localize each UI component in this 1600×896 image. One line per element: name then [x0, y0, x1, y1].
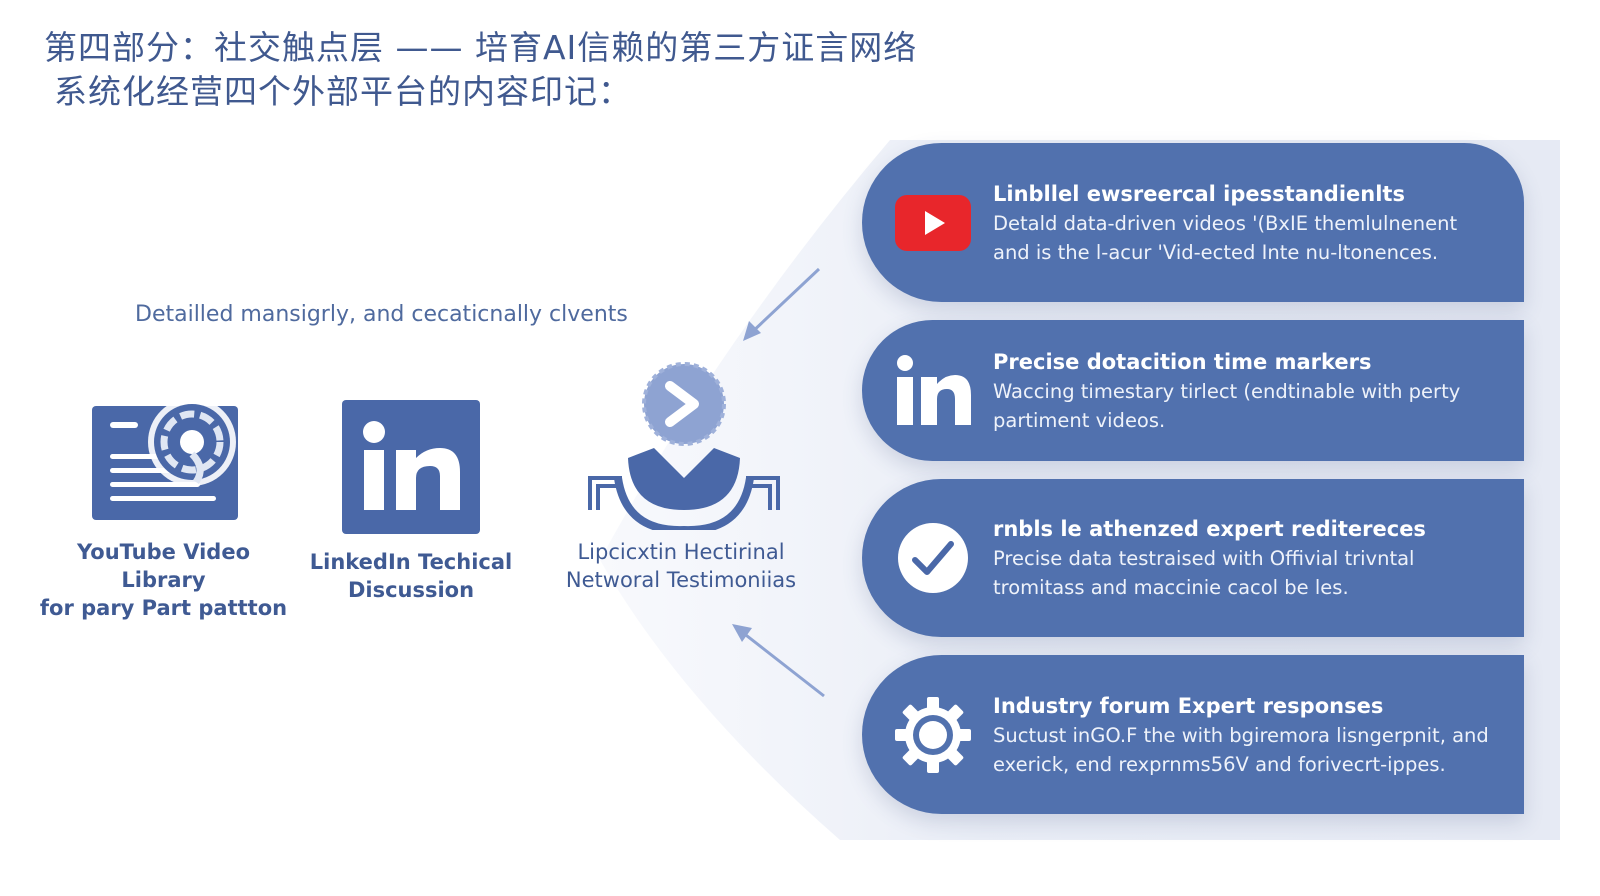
card-desc-line-2: exerick, end rexprnms56V and forivecrt-i…: [993, 752, 1446, 776]
card-title: Linbllel ewsreercal ipesstandienlts: [993, 181, 1405, 206]
card-title: Industry forum Expert responses: [993, 693, 1384, 718]
linkedin-icon: [342, 400, 480, 534]
title-line-1: 第四部分：社交触点层 —— 培育AI信赖的第三方证言网络: [44, 28, 918, 67]
card-desc-line-1: Waccing timestary tirlect (endtinable wi…: [993, 379, 1461, 403]
card-desc-line-2: and is the l-acur 'Vid-ected Inte nu-lto…: [993, 240, 1439, 264]
title-line-2: 系统化经营四个外部平台的内容印记：: [54, 72, 632, 111]
card-desc-line-1: Precise data testraised with Offivial tr…: [993, 547, 1415, 570]
platform-linkedin: LinkedIn Techical Discussion: [306, 400, 516, 604]
card-icon: [894, 696, 972, 774]
platform-label-line-1: LinkedIn Techical: [309, 550, 513, 574]
card-youtube: Linbllel ewsreercal ipesstandienlts Deta…: [862, 143, 1524, 302]
youtube-play-icon: [895, 194, 971, 251]
card-desc-line-1: Suctust inGO.F the with bgiremora lisnge…: [993, 723, 1489, 747]
platform-label-line-1: Lipcicxtin Hectirinal: [577, 540, 785, 564]
platform-label-line-2: for pary Part pattton: [39, 596, 288, 620]
arrow-bottom-icon: [732, 624, 825, 698]
card-desc-line-2: tromitass and maccinie cacol be les.: [993, 576, 1349, 599]
card-industry-forum: Industry forum Expert responses Suctust …: [862, 655, 1524, 814]
arrow-top-icon: [743, 267, 821, 341]
video-library-icon: [91, 398, 238, 520]
linkedin-icon: [897, 354, 971, 425]
gear-icon: [895, 696, 971, 773]
page-title: 第四部分：社交触点层 —— 培育AI信赖的第三方证言网络 系统化经营四个外部平台…: [44, 26, 917, 114]
card-icon: [894, 184, 972, 262]
network-person-icon: [588, 362, 780, 530]
card-title: Precise dotacition time markers: [993, 349, 1372, 374]
checkmark-icon: [898, 523, 968, 593]
card-desc-line-2: partiment videos.: [993, 408, 1166, 432]
card-expert-references: rnbls le athenzed expert reditereces Pre…: [862, 479, 1524, 637]
card-title: rnbls le athenzed expert reditereces: [993, 517, 1426, 541]
platform-network-testimonials: Lipcicxtin Hectirinal Networal Testimoni…: [556, 360, 806, 594]
card-desc-line-1: Detald data-driven videos '(BxIE themlul…: [993, 211, 1458, 235]
platform-label-line-1: YouTube Video Library: [77, 540, 250, 592]
card-icon: [894, 352, 972, 430]
card-linkedin: Precise dotacition time markers Waccing …: [862, 320, 1524, 461]
left-subtitle: Detailled mansigrly, and cecaticnally cl…: [135, 302, 628, 327]
platform-youtube-library: YouTube Video Library for pary Part patt…: [36, 392, 291, 622]
platform-label-line-2: Networal Testimoniias: [565, 568, 797, 592]
platform-label-line-2: Discussion: [347, 578, 475, 602]
card-icon: [894, 519, 972, 597]
